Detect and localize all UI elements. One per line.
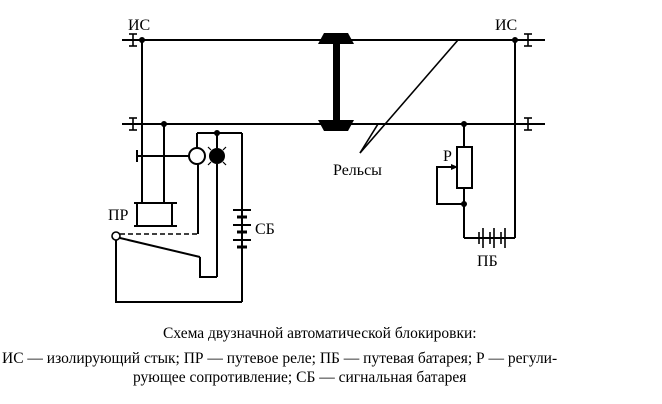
insulating-joint-left-top [129,33,137,47]
relay-contact-arm [119,237,201,258]
signal-lamp-on-icon [209,148,225,164]
track-relay [134,202,177,227]
wire-bottom-loop [115,240,242,303]
insulating-joint-right-top [524,33,532,47]
label-track-relay: ПР [108,207,129,224]
label-joint-left: ИС [128,17,150,34]
resistor-tap-loop [436,166,464,205]
wire-contact-return [199,257,217,278]
caption-title: Схема двузначной автоматической блокиров… [163,325,477,342]
signal-lamp-off-icon [188,147,206,165]
caption-line-1: ИС — изолирующий стык; ПР — путевое реле… [2,350,557,367]
rails-pointer-2 [359,39,459,154]
label-track-battery: ПБ [477,253,498,270]
label-signal-battery: СБ [255,221,275,238]
caption-line-2: рующее сопротивление; СБ — сигнальная ба… [133,369,466,386]
insulating-joint-left-bottom [129,117,137,131]
wheelset-icon [318,33,354,131]
rails-pointer-1 [359,123,379,154]
label-rails: Рельсы [333,162,382,179]
label-joint-right: ИС [495,17,517,34]
track-battery-icon [478,228,506,248]
relay-contact-pivot [111,231,121,241]
resistor-tap-arrow-icon [451,164,458,170]
label-resistor: Р [443,148,452,165]
insulating-joint-right-bottom [524,117,532,131]
junction-dot [461,201,467,207]
lamp-rays-icon [207,146,227,166]
junction-dot [512,37,518,43]
regulating-resistor [456,146,473,189]
signal-battery-icon [233,209,251,249]
